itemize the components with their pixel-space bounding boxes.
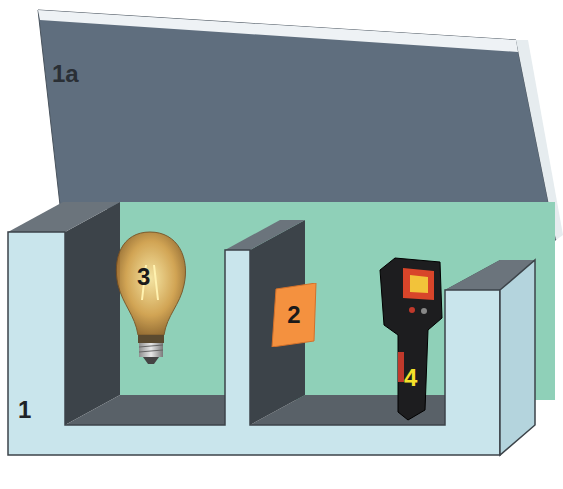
light-bulb	[116, 232, 185, 364]
inner-wall	[65, 202, 120, 425]
wall-top	[8, 202, 120, 232]
lid-edge	[38, 10, 518, 52]
box-front	[8, 232, 500, 455]
partition-top	[225, 220, 305, 250]
heat-plate: 2	[270, 283, 318, 347]
callout-number: 3	[137, 265, 150, 289]
callout-number: 1a	[52, 62, 79, 86]
callout-number: 2	[270, 301, 318, 329]
callout-number: 1	[18, 398, 31, 422]
thermal-camera	[380, 258, 442, 420]
box-side	[500, 260, 535, 455]
callout-number: 4	[404, 366, 417, 390]
